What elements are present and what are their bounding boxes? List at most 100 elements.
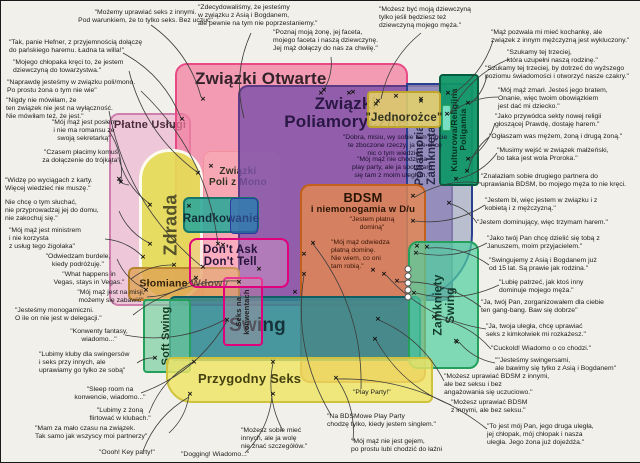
connector-line (380, 32, 422, 100)
quote-49: "Dobra, misiu, wy sobie tam róbcie te zb… (342, 134, 448, 158)
connector-line (447, 96, 499, 116)
quote-45: "Możesz sobie mieć innych, ale ja wolę n… (241, 427, 308, 451)
quote-26: "Mojego chłopaka kręci to, że jestem dzi… (13, 59, 124, 75)
quote-41: "Lubimy z żoną flirtować w klubach." (89, 407, 151, 423)
x-mark: × (116, 173, 122, 184)
quote-4: "Możesz być moją dziewczyną tylko jeśli … (379, 6, 471, 30)
x-mark: × (186, 200, 192, 211)
connector-line (414, 204, 486, 223)
connector-line (458, 341, 496, 364)
connector-line (322, 56, 332, 92)
quote-40: "Sleep room na konwencie, wiadomo..." (74, 386, 146, 402)
connector-line (136, 357, 155, 364)
quote-24: "To jest mój Pan, jego druga uległa, jej… (487, 423, 594, 447)
quote-36: "Mój mąż jest na misji, możemy się zabaw… (77, 289, 145, 305)
region-label-zwiazki-otwarte: Związki Otwarte (195, 69, 327, 88)
quote-19: "Ja, twoja uległa, chcę uprawiać seks z … (486, 323, 586, 339)
connector-line (128, 70, 198, 173)
quote-47: "Na BDSMowe Play Party chodzę tylko, kie… (327, 413, 436, 429)
quote-2: "Zdecydowaliśmy, że jesteśmy w związku z… (198, 4, 318, 28)
connector-line (450, 40, 494, 96)
x-mark: × (220, 239, 226, 250)
connector-line (140, 320, 228, 394)
region-jednorozce: "Jednorożce" (365, 91, 443, 128)
quote-37: "Jesteśmy monogamiczni. O ile on nie jes… (15, 307, 102, 323)
region-label-platne-uslugi: Płatne Usługi (113, 119, 187, 131)
quote-31: "Widzę po wyciągach z karty. Więcej wied… (5, 177, 93, 193)
x-mark: × (375, 95, 381, 106)
x-mark: × (292, 286, 298, 297)
connector-line (336, 378, 488, 430)
x-mark: × (193, 272, 199, 283)
region-label-przygodny-seks: Przygodny Seks (198, 371, 302, 386)
x-mark: × (413, 247, 419, 258)
quote-12: "Znalazłam sobie drugiego partnera do up… (481, 173, 627, 189)
quote-32: Nie chcę o tym słuchać, nie przyprowadza… (5, 199, 99, 223)
quote-25: "Tak, panie Hefner, z przyjemnością dołą… (9, 39, 143, 55)
connector-line (434, 317, 492, 350)
connector-line (467, 136, 490, 172)
quote-9: "Jako przywódca sekty nowej religii głos… (495, 113, 602, 129)
connector-line (300, 274, 332, 416)
x-mark: × (179, 113, 185, 124)
region-label-jednorozce: "Jednorożce" (365, 111, 443, 124)
connector-line (417, 242, 488, 256)
quote-51: "Jestem płatną dominą" (349, 216, 395, 232)
quote-14: "Jestem dominujący, więc trzymam harem." (477, 219, 608, 226)
quote-16: "Swingujemy z Asią i Bogdanem już od 15 … (489, 257, 597, 273)
x-mark: × (431, 311, 437, 322)
quote-1: "Możemy uprawiać seks z innymi. Pod waru… (78, 9, 213, 25)
quote-34: "Odwiedzam burdele, kiedy podróżuję." (45, 253, 111, 269)
quote-50: "Mój mąż nie chodzi na play party, ale j… (352, 156, 432, 180)
connector-line (150, 24, 202, 98)
quote-29: "Mój mąż jest posłem i nie ma romansu ze… (51, 119, 117, 143)
connector-line (118, 210, 150, 244)
connector-line (168, 394, 190, 434)
x-mark: × (394, 275, 400, 286)
connector-line (132, 280, 239, 316)
connector-line (244, 395, 273, 454)
connector-line (117, 179, 130, 186)
x-mark: × (418, 93, 424, 104)
quote-7: "Szukamy tej trzeciej, by dotrzeć do wyż… (485, 65, 629, 81)
quote-6: "Szukamy tej trzeciej, która uzupełni na… (507, 49, 598, 65)
dot-mark (404, 279, 412, 287)
x-mark: × (464, 165, 470, 176)
connector-line (428, 247, 490, 266)
region-przygodny-seks: Przygodny Seks (166, 357, 433, 403)
connector-line (104, 238, 143, 257)
x-mark: × (236, 276, 242, 287)
connector-line (378, 319, 445, 382)
dot-mark (404, 286, 412, 294)
connector-line (449, 58, 510, 114)
connector-line (140, 90, 219, 245)
connector-line (122, 52, 182, 119)
quote-10: "Ogłaszam was mężem, żoną i drugą żoną." (489, 133, 623, 140)
quote-23: "Możesz uprawiać BDSM z innymi, ale bez … (451, 399, 528, 415)
dot-mark (404, 293, 412, 301)
x-mark: × (375, 313, 381, 324)
quote-42: "Mam za mało czasu na związek. Tak samo … (35, 425, 148, 441)
x-mark: × (321, 84, 327, 95)
connector-line (239, 32, 252, 119)
connector-line (118, 158, 151, 205)
x-mark: × (143, 284, 149, 295)
x-mark: × (301, 268, 307, 279)
x-mark: × (187, 388, 193, 399)
quote-48: "Play Party!" (353, 389, 391, 396)
x-mark: × (200, 261, 206, 272)
quote-35: "What happens in Vegas, stays in Vegas." (53, 271, 125, 287)
x-mark: × (444, 108, 450, 119)
quote-5: "Mąż pozwala mi mieć kochankę, ale związ… (491, 29, 630, 45)
quote-28: "Nigdy nie mówiłam, że ten związek nie j… (6, 97, 113, 121)
quote-44: "Dogging! Wiadomo..." (181, 451, 250, 458)
connector-line (457, 152, 498, 180)
quote-38: "Konwenty fantasy, wiadomo..." (70, 328, 128, 344)
x-mark: × (318, 87, 324, 98)
x-mark: × (195, 167, 201, 178)
